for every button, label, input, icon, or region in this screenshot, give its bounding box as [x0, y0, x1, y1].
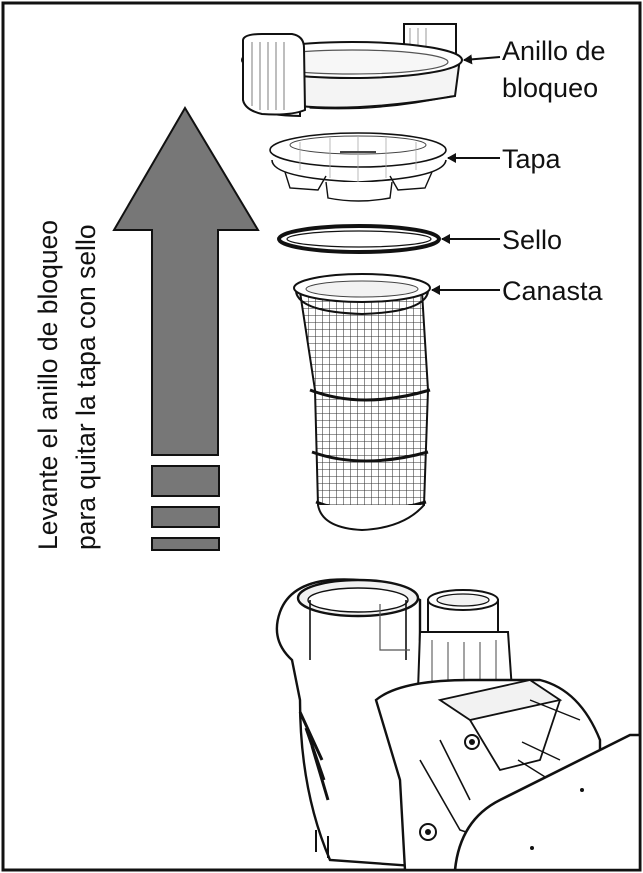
lift-arrow [112, 106, 260, 551]
ring-pointer [463, 54, 501, 65]
pump-body [275, 578, 642, 872]
instruction-line-1: Levante el anillo de bloqueo [33, 220, 63, 550]
instruction-text: Levante el anillo de bloqueo para quitar… [33, 220, 101, 550]
arrow-bar-2 [151, 506, 220, 528]
arrow-bar-1 [151, 465, 220, 497]
label-lid: Tapa [502, 144, 562, 174]
arrow-bar-3 [151, 537, 220, 551]
label-seal: Sello [502, 225, 562, 255]
label-ring-line1: Anillo de [502, 36, 606, 66]
label-ring-line2: bloqueo [502, 73, 598, 103]
seal [277, 224, 441, 254]
instruction-line-2: para quitar la tapa con sello [71, 224, 101, 550]
label-basket: Canasta [502, 276, 604, 306]
lid [269, 132, 447, 202]
basket [293, 273, 431, 532]
locking-ring [241, 23, 463, 118]
